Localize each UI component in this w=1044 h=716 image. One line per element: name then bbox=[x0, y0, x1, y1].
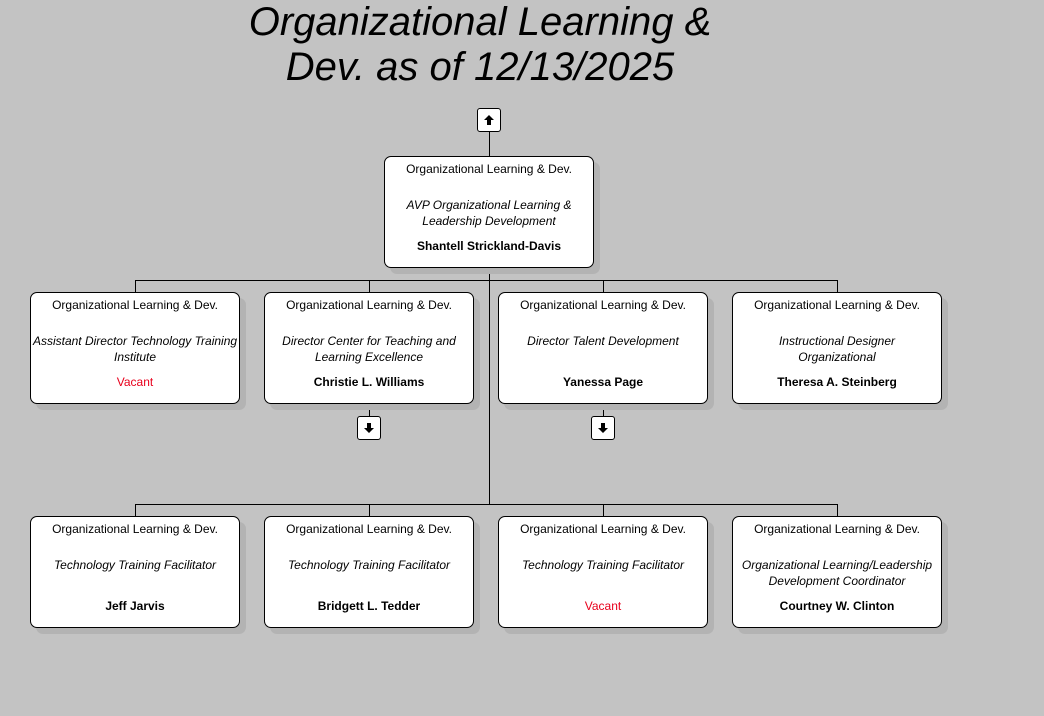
connector-row2-drop-3 bbox=[603, 504, 604, 516]
node-title: Director Center for Teaching and Learnin… bbox=[282, 334, 456, 364]
connector-row2-horizontal bbox=[135, 504, 838, 505]
expand-page-reports-button[interactable] bbox=[591, 416, 615, 440]
org-node-tech-training-facilitator-3[interactable]: Organizational Learning & Dev. Technolog… bbox=[498, 516, 708, 628]
node-title: Organizational Learning/Leadership Devel… bbox=[741, 558, 933, 588]
chart-title-line1: Organizational Learning & bbox=[248, 0, 712, 44]
connector-page-down bbox=[603, 404, 604, 416]
arrow-up-icon bbox=[484, 115, 494, 125]
org-node-leadership-dev-coordinator[interactable]: Organizational Learning & Dev. Organizat… bbox=[732, 516, 942, 628]
node-title: Instructional Designer Organizational bbox=[778, 334, 896, 364]
node-vacant-label: Vacant bbox=[584, 599, 622, 613]
arrow-down-icon bbox=[598, 423, 608, 433]
node-department: Organizational Learning & Dev. bbox=[520, 298, 686, 312]
org-node-tech-training-facilitator-1[interactable]: Organizational Learning & Dev. Technolog… bbox=[30, 516, 240, 628]
connector-up-to-root bbox=[489, 132, 490, 156]
node-person-name: Theresa A. Steinberg bbox=[777, 375, 897, 389]
node-person-name: Yanessa Page bbox=[562, 375, 644, 389]
connector-row1-drop-2 bbox=[369, 280, 370, 292]
arrow-down-icon bbox=[364, 423, 374, 433]
node-department: Organizational Learning & Dev. bbox=[520, 522, 686, 536]
node-title: Director Talent Development bbox=[527, 334, 679, 348]
node-department: Organizational Learning & Dev. bbox=[52, 298, 218, 312]
node-department: Organizational Learning & Dev. bbox=[286, 522, 452, 536]
node-department: Organizational Learning & Dev. bbox=[406, 162, 572, 176]
node-person-name: Jeff Jarvis bbox=[105, 599, 165, 613]
node-department: Organizational Learning & Dev. bbox=[286, 298, 452, 312]
connector-row2-drop-2 bbox=[369, 504, 370, 516]
node-title: Technology Training Facilitator bbox=[521, 558, 685, 572]
expand-williams-reports-button[interactable] bbox=[357, 416, 381, 440]
org-node-director-talent-development[interactable]: Organizational Learning & Dev. Director … bbox=[498, 292, 708, 404]
connector-williams-down bbox=[369, 404, 370, 416]
node-title: Technology Training Facilitator bbox=[53, 558, 217, 572]
node-vacant-label: Vacant bbox=[116, 375, 154, 389]
node-person-name: Christie L. Williams bbox=[313, 375, 425, 389]
node-person-name: Bridgett L. Tedder bbox=[317, 599, 421, 613]
node-title: AVP Organizational Learning & Leadership… bbox=[406, 198, 572, 228]
connector-row2-drop-1 bbox=[135, 504, 136, 516]
node-person-name: Courtney W. Clinton bbox=[779, 599, 895, 613]
node-department: Organizational Learning & Dev. bbox=[754, 298, 920, 312]
node-person-name: Shantell Strickland-Davis bbox=[416, 239, 562, 253]
connector-row1-drop-1 bbox=[135, 280, 136, 292]
org-node-root[interactable]: Organizational Learning & Dev. AVP Organ… bbox=[384, 156, 594, 268]
node-department: Organizational Learning & Dev. bbox=[52, 522, 218, 536]
node-department: Organizational Learning & Dev. bbox=[754, 522, 920, 536]
org-node-assistant-director-tti[interactable]: Organizational Learning & Dev. Assistant… bbox=[30, 292, 240, 404]
node-title: Technology Training Facilitator bbox=[287, 558, 451, 572]
connector-row1-drop-3 bbox=[603, 280, 604, 292]
org-node-instructional-designer[interactable]: Organizational Learning & Dev. Instructi… bbox=[732, 292, 942, 404]
chart-title-line2: Dev. as of 12/13/2025 bbox=[285, 45, 675, 89]
org-node-tech-training-facilitator-2[interactable]: Organizational Learning & Dev. Technolog… bbox=[264, 516, 474, 628]
org-node-director-ctle[interactable]: Organizational Learning & Dev. Director … bbox=[264, 292, 474, 404]
connector-root-trunk bbox=[489, 268, 490, 505]
chart-title: Organizational Learning & Dev. as of 12/… bbox=[200, 0, 760, 90]
connector-row2-drop-4 bbox=[837, 504, 838, 516]
node-title: Assistant Director Technology Training I… bbox=[32, 334, 238, 364]
navigate-up-button[interactable] bbox=[477, 108, 501, 132]
connector-row1-horizontal bbox=[135, 280, 838, 281]
connector-row1-drop-4 bbox=[837, 280, 838, 292]
